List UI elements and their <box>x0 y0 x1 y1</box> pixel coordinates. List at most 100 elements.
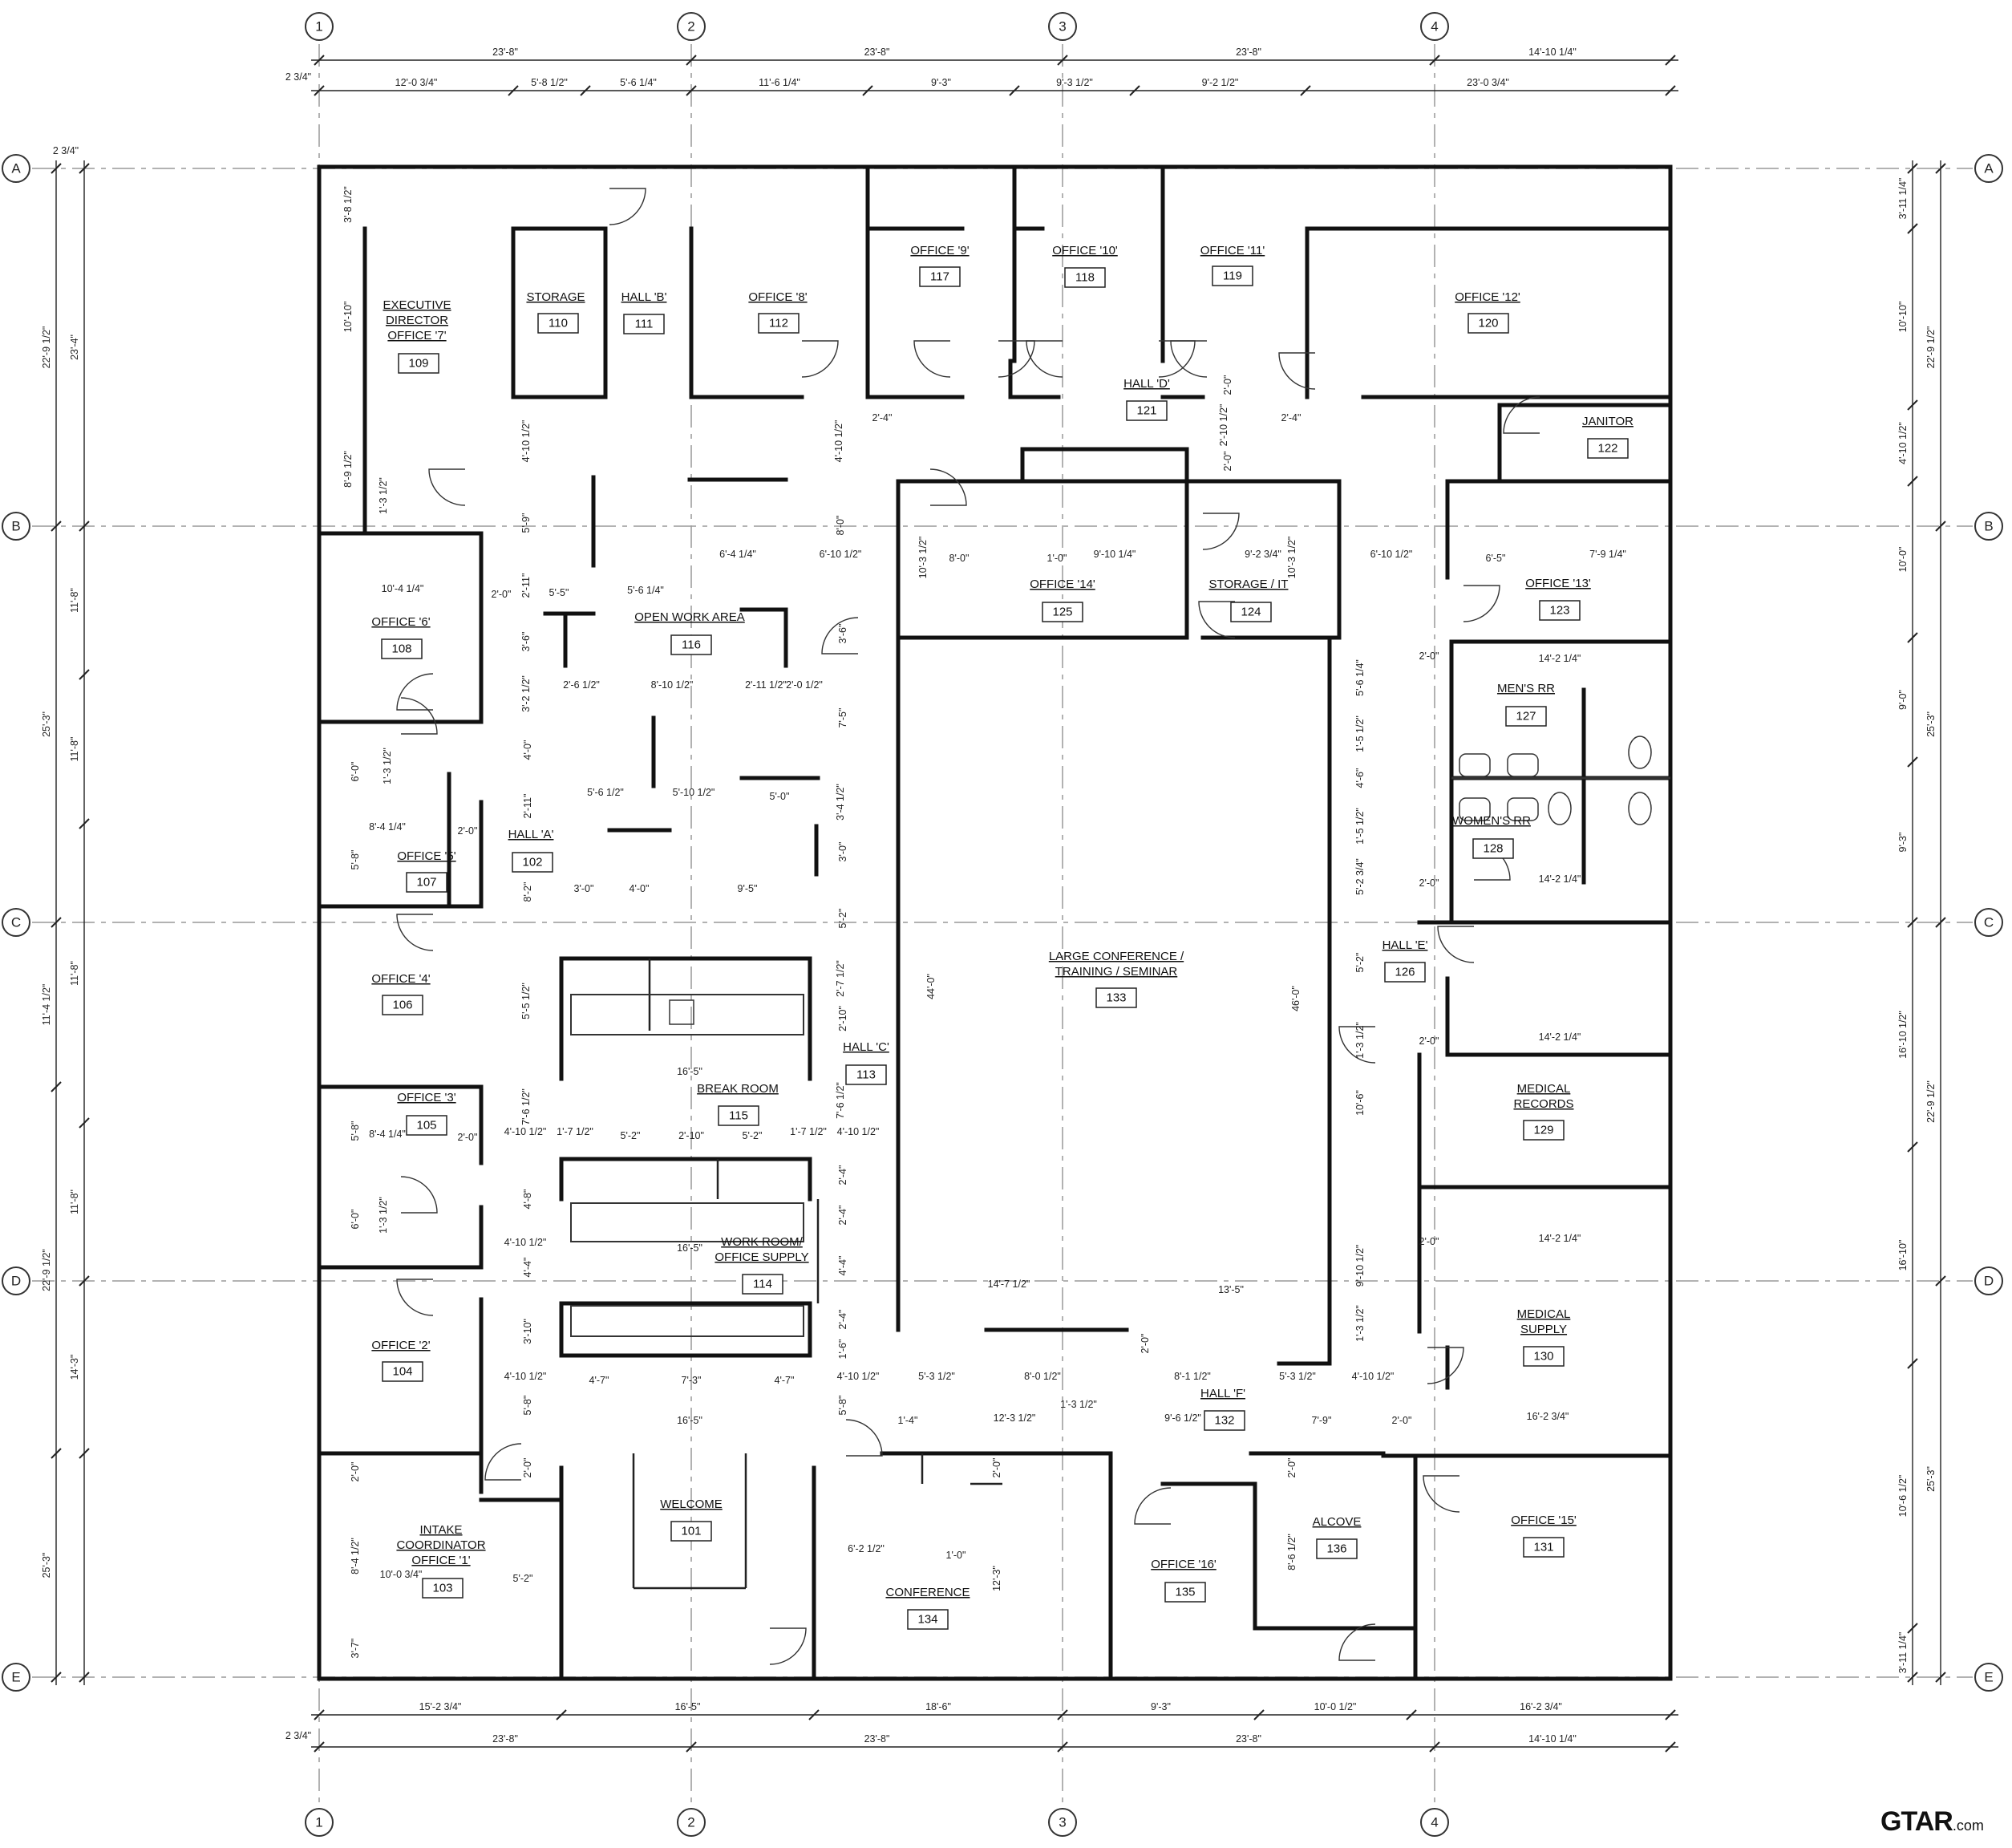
dim-interior-text: 10'-10" <box>342 302 354 333</box>
dim-left-outer-text: 11'-4 1/2" <box>41 984 52 1026</box>
dim-interior-text: 2'-4" <box>872 412 893 424</box>
room-number-box <box>907 1609 949 1630</box>
grid-lines <box>32 44 1973 1805</box>
room-number: 101 <box>681 1525 701 1538</box>
dim-bottom-detail-text: 15'-2 3/4" <box>419 1701 462 1712</box>
dim-top-detail-text: 23'-0 3/4" <box>1467 77 1509 88</box>
room-name: STORAGE <box>526 290 585 304</box>
room-name: HALL 'C' <box>843 1040 889 1054</box>
dim-interior-text: 2'-4" <box>837 1310 848 1330</box>
dim-interior-text: 2'-10 1/2" <box>1218 404 1229 447</box>
grid-bubble-left-C-circle <box>2 908 30 937</box>
dim-interior-text: 8'-4 1/4" <box>369 821 406 833</box>
dim-left-inner-text: 11'-8" <box>69 588 80 613</box>
room-name: WOMEN'S RR <box>1452 814 1531 828</box>
dim-edge-text: 2 3/4" <box>53 145 79 156</box>
dim-interior-text: 7'-6 1/2" <box>835 1082 846 1119</box>
toilet-icon <box>1548 792 1572 825</box>
dim-interior-text: 9'-2 3/4" <box>1245 549 1281 560</box>
dim-interior-text: 3'-10" <box>522 1319 533 1344</box>
room-number-box <box>1230 602 1272 622</box>
door-swing <box>1278 352 1316 390</box>
dim-right-outer-tick <box>1935 1672 1946 1683</box>
dim-interior-text: 46'-0" <box>1290 986 1302 1011</box>
room-name: OFFICE '10' <box>1052 244 1118 257</box>
dim-interior-text: 4'-10 1/2" <box>833 420 844 463</box>
door-swing <box>400 1176 438 1214</box>
dim-interior-text: 2'-0" <box>458 825 478 837</box>
dim-top-overall-tick <box>1429 55 1440 66</box>
room-name: HALL 'E' <box>1382 938 1428 952</box>
dim-right-inner-text: 16'-10 1/2" <box>1897 1011 1909 1059</box>
door-swing <box>1503 396 1540 434</box>
room-number-box <box>670 634 712 655</box>
room-number-box <box>1384 962 1426 983</box>
dim-edge-text: 2 3/4" <box>285 71 311 83</box>
dim-left-outer-tick <box>51 1672 62 1683</box>
dim-interior-text: 14'-2 1/4" <box>1539 1031 1581 1043</box>
room-number: 108 <box>391 642 411 656</box>
dim-right-inner-text: 9'-0" <box>1897 690 1909 710</box>
dim-interior-text: 10'-3 1/2" <box>917 537 929 579</box>
room-name: OFFICE '5' <box>397 849 455 863</box>
door-swing <box>998 340 1035 378</box>
grid-bubble-top-2-label: 2 <box>687 19 694 34</box>
room-name: OPEN WORK AREA <box>634 610 745 624</box>
room-number-box <box>1539 600 1581 621</box>
dim-left-outer-text: 25'-3" <box>41 711 52 737</box>
grid-bubble-right-B-circle <box>1974 512 2003 541</box>
dim-interior-text: 5'-6 1/4" <box>627 585 664 596</box>
dim-interior-text: 1'-4" <box>898 1415 918 1426</box>
dim-interior-text: 5'-6 1/4" <box>1354 659 1366 696</box>
dim-left-outer-tick <box>51 917 62 928</box>
door-swing <box>396 914 434 951</box>
room-name: OFFICE '7' <box>387 329 446 342</box>
room-number: 106 <box>392 999 412 1012</box>
dim-interior-text: 4'-0" <box>630 883 650 894</box>
dim-interior-text: 2'-10" <box>837 1006 848 1031</box>
room-number-box <box>422 1578 464 1599</box>
room-number: 125 <box>1052 606 1072 619</box>
room-name: EXECUTIVE <box>383 298 451 312</box>
dim-interior-text: 8'-4 1/2" <box>350 1538 361 1574</box>
dim-interior-text: 2'-11" <box>522 794 533 819</box>
room-name: CONFERENCE <box>885 1586 970 1599</box>
dim-interior-text: 7'-9 1/4" <box>1589 549 1626 560</box>
doors <box>396 188 1540 1665</box>
room-name: OFFICE '1' <box>411 1554 470 1567</box>
room-name: WORK ROOM/ <box>721 1235 803 1249</box>
dim-interior-text: 2'-6 1/2" <box>563 679 600 691</box>
grid-bubble-right-C-label: C <box>1984 915 1994 930</box>
dim-right-inner-tick <box>1907 632 1918 643</box>
room-number: 120 <box>1478 317 1498 330</box>
dim-top-detail-tick <box>862 85 873 96</box>
dim-interior-text: 10'-3 1/2" <box>1286 537 1297 579</box>
dim-interior-text: 6'-0" <box>350 762 361 782</box>
room-number: 132 <box>1214 1414 1234 1428</box>
dimension-labels: 23'-8"23'-8"23'-8"14'-10 1/4"12'-0 3/4"5… <box>41 47 1937 1745</box>
lavatory-icon <box>1459 753 1491 777</box>
door-swing <box>845 1419 883 1457</box>
dim-bottom-detail-text: 18'-6" <box>925 1701 951 1712</box>
dim-bottom-overall-text: 14'-10 1/4" <box>1528 1733 1577 1745</box>
room-number-box <box>1164 1582 1206 1603</box>
grid-bubble-bottom-3-label: 3 <box>1059 1815 1066 1830</box>
dim-right-inner-tick <box>1907 1358 1918 1369</box>
dim-interior-text: 2'-0" <box>991 1458 1002 1478</box>
room-number-box <box>1523 1537 1565 1558</box>
dim-right-inner-tick <box>1907 399 1918 411</box>
dim-interior-text: 5'-10 1/2" <box>673 787 715 798</box>
dim-left-inner-text: 11'-8" <box>69 1189 80 1214</box>
room-number-box <box>1472 838 1514 859</box>
dim-interior-text: 14'-2 1/4" <box>1539 653 1581 664</box>
dim-left-inner-tick <box>79 1117 90 1129</box>
lavatory-icon <box>1507 797 1539 821</box>
room-number: 103 <box>432 1582 452 1595</box>
room-number: 112 <box>769 317 788 330</box>
room-number: 113 <box>856 1068 876 1082</box>
room-number-box <box>537 313 579 334</box>
grid-bubble-top-3-circle <box>1048 12 1077 41</box>
grid-bubble-left-D-label: D <box>11 1274 21 1289</box>
grid-bubble-right-A-label: A <box>1984 161 1994 176</box>
